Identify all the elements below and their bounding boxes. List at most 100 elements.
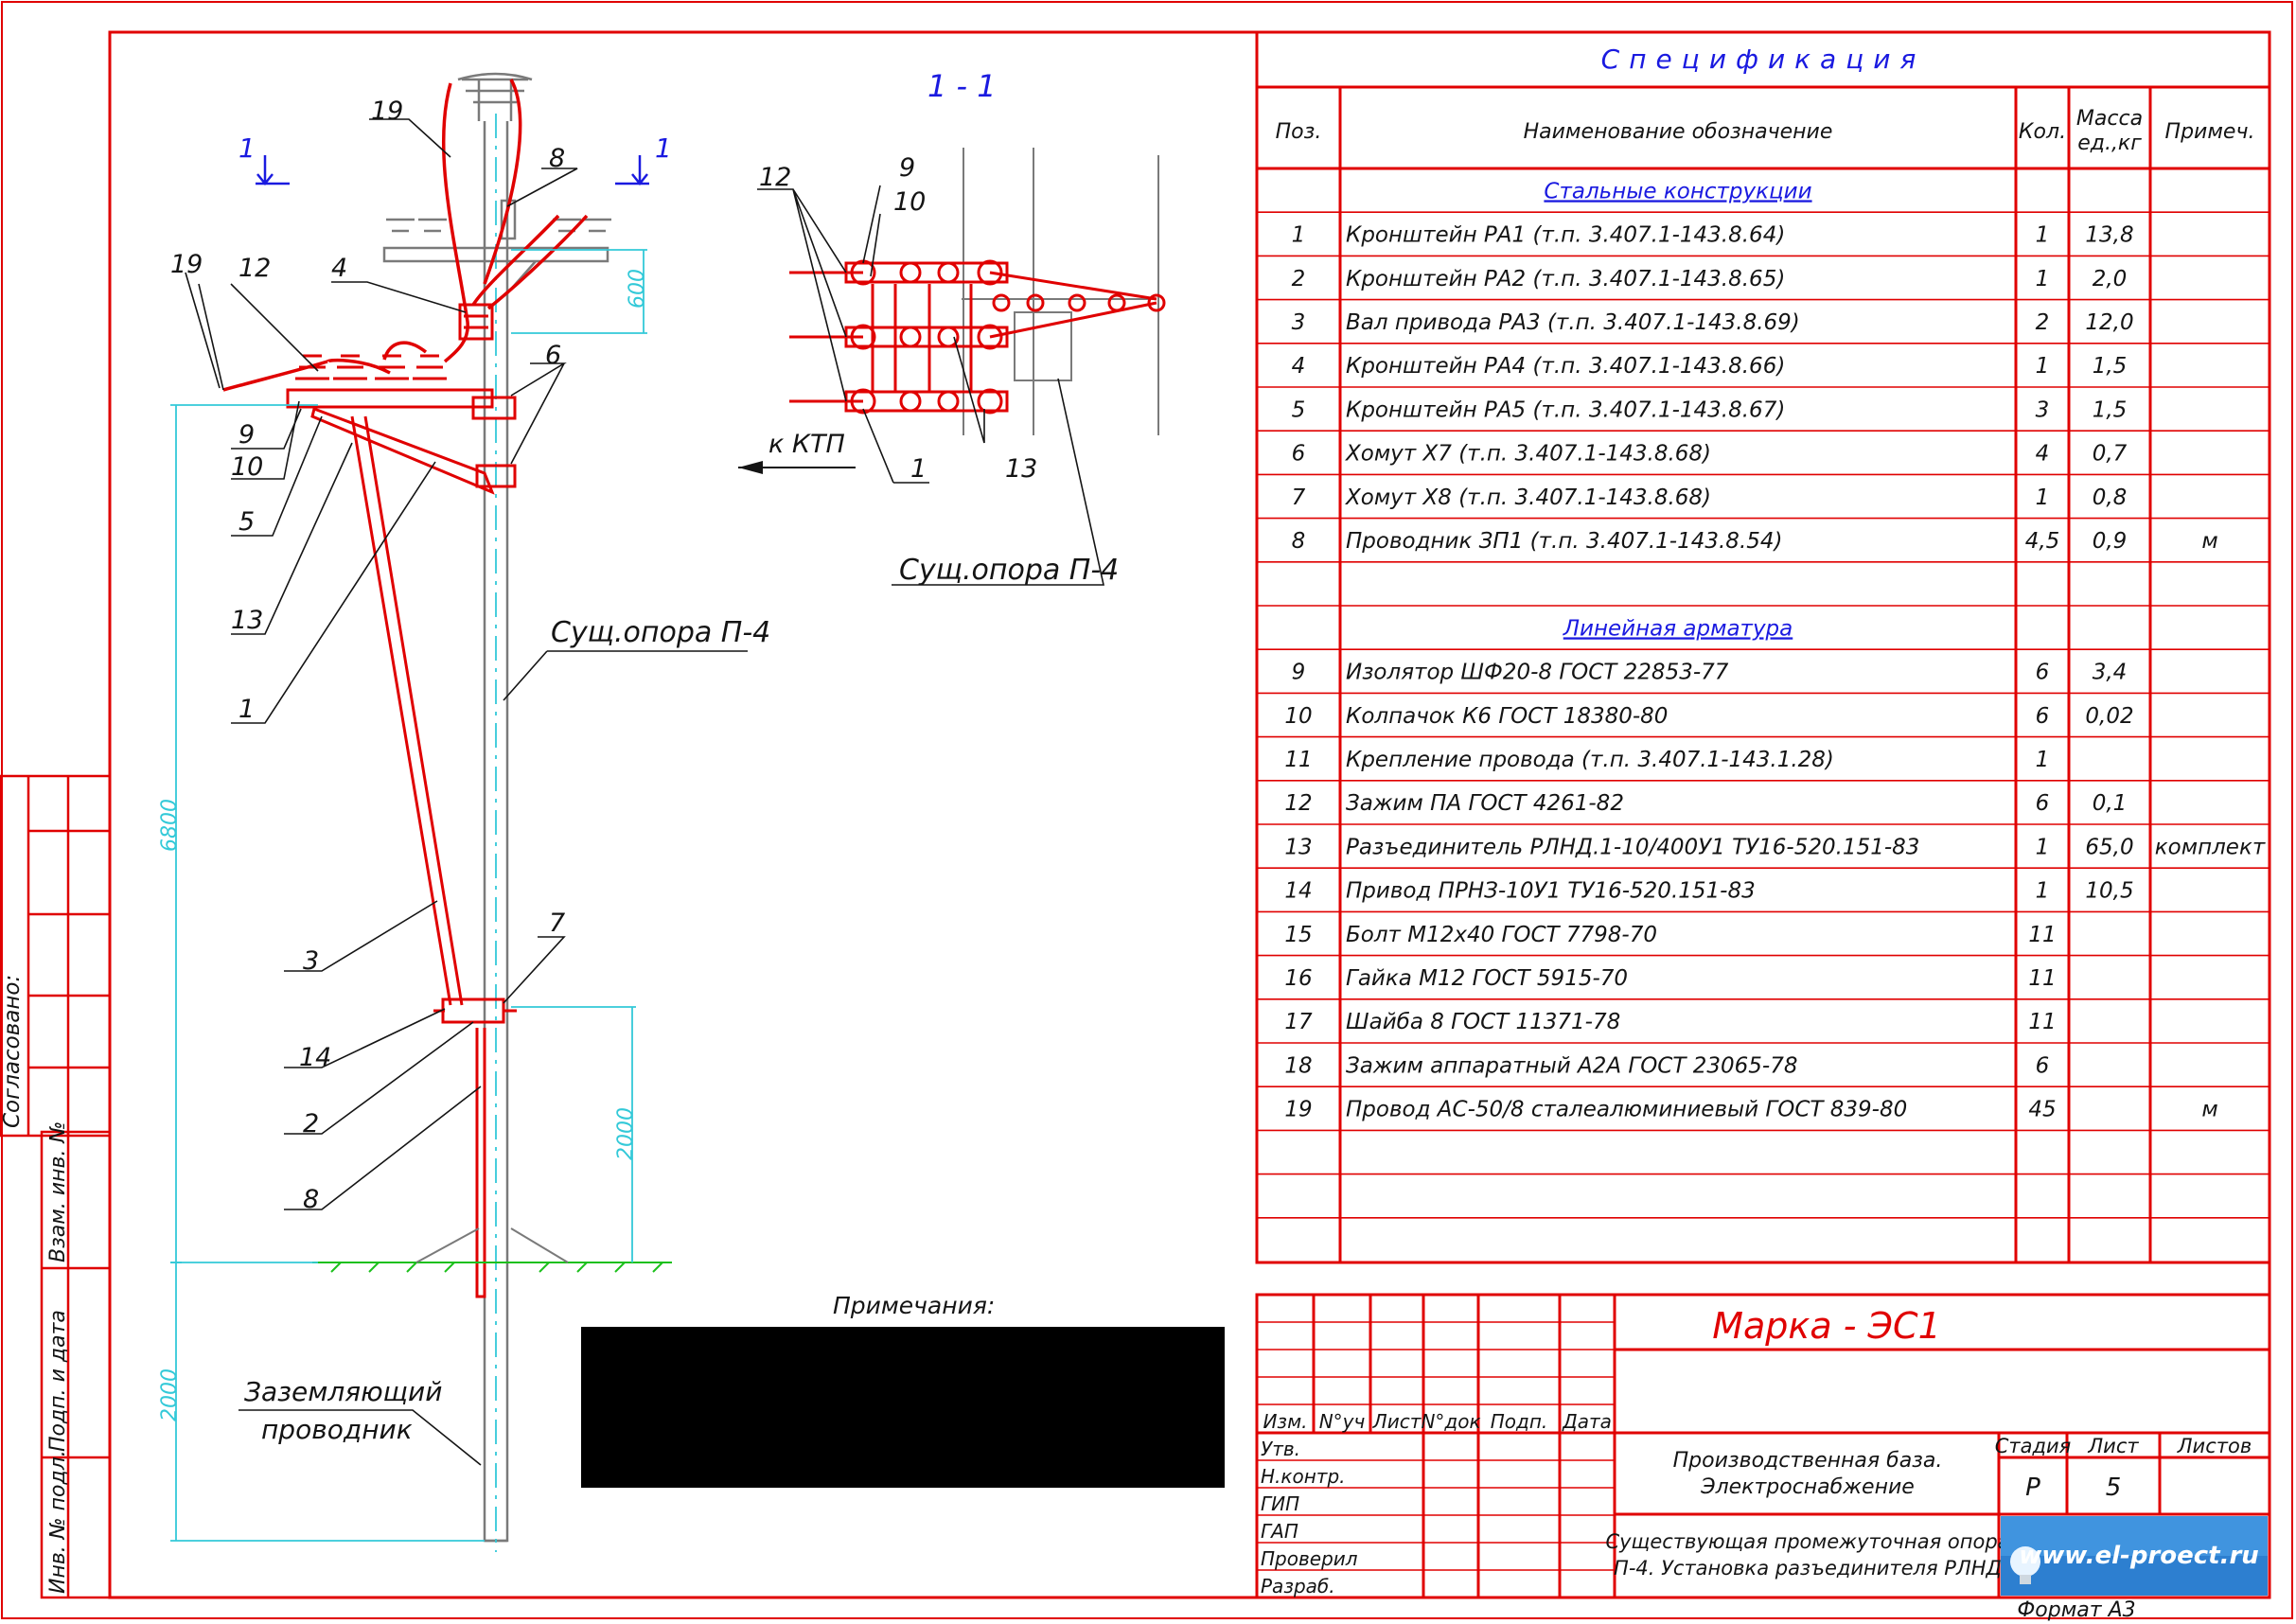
spec-cell-pos: 18 [1284, 1053, 1312, 1078]
spec-cell-pos: 11 [1284, 748, 1312, 772]
spec-cell-pos: 14 [1284, 879, 1312, 904]
callout-1: 1 [238, 695, 255, 724]
spec-cell-mass: 65,0 [2085, 835, 2133, 859]
callout-12: 12 [238, 254, 271, 283]
spec-cell-qty: 6 [2036, 791, 2050, 816]
spec-cell-qty: 11 [2028, 923, 2056, 947]
tb-col-date: Дата [1562, 1410, 1612, 1433]
spec-cell-name: Гайка М12 ГОСТ 5915-70 [1346, 966, 1628, 991]
spec-cell-mass: 0,9 [2093, 529, 2128, 554]
spec-cell-pos: 5 [1292, 397, 1306, 422]
spec-cell-pos: 10 [1284, 704, 1312, 729]
spec-cell-name: Зажим ПА ГОСТ 4261-82 [1346, 791, 1624, 816]
spec-cell-mass: 0,7 [2093, 442, 2128, 467]
spec-cell-name: Вал привода РА3 (т.п. 3.407.1-143.8.69) [1346, 310, 1800, 335]
spec-cell-mass: 0,8 [2093, 485, 2128, 510]
spec-cell-name: Кронштейн РА1 (т.п. 3.407.1-143.8.64) [1346, 223, 1785, 248]
callout-8-top: 8 [549, 144, 565, 173]
section-mark-right: 1 [655, 132, 672, 164]
format-label: Формат А3 [2017, 1598, 2135, 1622]
spec-table: Спецификация Поз. Наименование обозначен… [1255, 30, 2271, 1264]
spec-cell-pos: 12 [1284, 791, 1312, 816]
ground-label-line1: Заземляющий [244, 1376, 442, 1407]
spec-cell-qty: 11 [2028, 1010, 2056, 1034]
spec-cell-qty: 45 [2028, 1098, 2056, 1122]
spec-cell-name: Изолятор ШФ20-8 ГОСТ 22853-77 [1346, 661, 1729, 685]
spec-cell-pos: 1 [1292, 223, 1306, 248]
spec-cell-name: Привод ПРНЗ-10У1 ТУ16-520.151-83 [1346, 879, 1756, 904]
dim-6800: 6800 [158, 799, 182, 852]
spec-header-pos: Поз. [1276, 120, 1322, 144]
spec-cell-name: Проводник ЗП1 (т.п. 3.407.1-143.8.54) [1346, 529, 1783, 554]
spec-cell-note: комплект [2155, 835, 2266, 859]
tb-role-nkontr: Н.контр. [1261, 1465, 1346, 1488]
section-callout-10: 10 [893, 187, 926, 217]
spec-cell-qty: 3 [2036, 397, 2050, 422]
spec-cell-qty: 11 [2028, 966, 2056, 991]
section-title: 1 - 1 [927, 68, 997, 104]
spec-cell-pos: 16 [1284, 966, 1312, 991]
spec-cell-qty: 1 [2036, 879, 2050, 904]
spec-cell-qty: 2 [2036, 310, 2050, 335]
spec-cell-name: Болт М12х40 ГОСТ 7798-70 [1346, 923, 1657, 947]
spec-cell-qty: 1 [2036, 835, 2050, 859]
callout-2: 2 [303, 1109, 319, 1139]
callout-13: 13 [231, 606, 263, 635]
spec-cell-pos: 19 [1284, 1098, 1312, 1122]
tb-role-utv: Утв. [1261, 1438, 1300, 1460]
side-label-inv-zam: Взам. инв. № [46, 1121, 70, 1262]
spec-cell-mass: 13,8 [2085, 223, 2133, 248]
section-view: 1 - 1 к КТП [738, 68, 1166, 587]
spec-cell-qty: 1 [2036, 223, 2050, 248]
spec-cell-name: Кронштейн РА2 (т.п. 3.407.1-143.8.65) [1346, 267, 1785, 291]
spec-cell-qty: 1 [2036, 354, 2050, 379]
notes-redacted-block [581, 1327, 1225, 1488]
spec-cell-name: Колпачок К6 ГОСТ 18380-80 [1346, 704, 1668, 729]
spec-cell-note: м [2201, 529, 2217, 554]
spec-cell-pos: 2 [1292, 267, 1306, 291]
dim-2000-top: 2000 [614, 1107, 638, 1160]
tb-project-line1: Производственная база. [1673, 1449, 1943, 1473]
tb-role-gap: ГАП [1261, 1520, 1298, 1543]
spec-cell-name: Разъединитель РЛНД.1-10/400У1 ТУ16-520.1… [1346, 835, 1919, 859]
title-mark: Марка - ЭС1 [1712, 1305, 1941, 1347]
tb-sheets-header: Листов [2177, 1435, 2252, 1457]
site-logo: www.el-proect.ru [2001, 1516, 2268, 1596]
dim-2000-bottom: 2000 [158, 1368, 182, 1421]
lightbulb-icon [2010, 1546, 2040, 1577]
spec-section-title: Стальные конструкции [1544, 179, 1811, 203]
spec-cell-pos: 17 [1284, 1010, 1313, 1034]
spec-cell-note: м [2201, 1098, 2217, 1122]
spec-cell-qty: 1 [2036, 267, 2050, 291]
tb-role-checked: Проверил [1261, 1547, 1358, 1570]
tb-sheet-header: Лист [2087, 1435, 2139, 1457]
spec-header-note: Примеч. [2165, 120, 2255, 144]
spec-header-name: Наименование обозначение [1524, 120, 1833, 144]
section-callout-13: 13 [1005, 454, 1037, 484]
spec-cell-mass: 10,5 [2085, 879, 2133, 904]
section-callout-9: 9 [899, 153, 915, 183]
to-ktp-label: к КТП [768, 430, 845, 459]
spec-cell-mass: 1,5 [2093, 397, 2128, 422]
tb-col-sign: Подп. [1491, 1410, 1548, 1433]
spec-cell-qty: 1 [2036, 748, 2050, 772]
spec-cell-pos: 9 [1292, 661, 1306, 685]
tb-role-developed: Разраб. [1261, 1575, 1335, 1598]
spec-cell-name: Хомут Х7 (т.п. 3.407.1-143.8.68) [1345, 442, 1711, 467]
pole-elevation: 6800 2000 600 2000 1 1 [158, 72, 770, 1552]
spec-rows: Стальные конструкции 1 Кронштейн РА1 (т.п.… [1284, 179, 2265, 1121]
side-label-inv-podl: Инв. № подл. [46, 1450, 70, 1594]
section-mark-left: 1 [238, 132, 256, 164]
notes-label: Примечания: [833, 1292, 995, 1319]
callout-14: 14 [299, 1043, 331, 1072]
spec-cell-pos: 7 [1292, 485, 1306, 510]
spec-cell-pos: 15 [1284, 923, 1312, 947]
spec-cell-pos: 3 [1292, 310, 1306, 335]
pole-label-main: Сущ.опора П-4 [551, 616, 770, 649]
spec-cell-qty: 6 [2036, 704, 2050, 729]
tb-col-izm: Изм. [1263, 1410, 1307, 1433]
ground-label-line2: проводник [261, 1414, 413, 1445]
tb-desc-line1: Существующая промежуточная опора [1605, 1530, 2009, 1553]
tb-col-doc: N°док [1421, 1410, 1480, 1433]
